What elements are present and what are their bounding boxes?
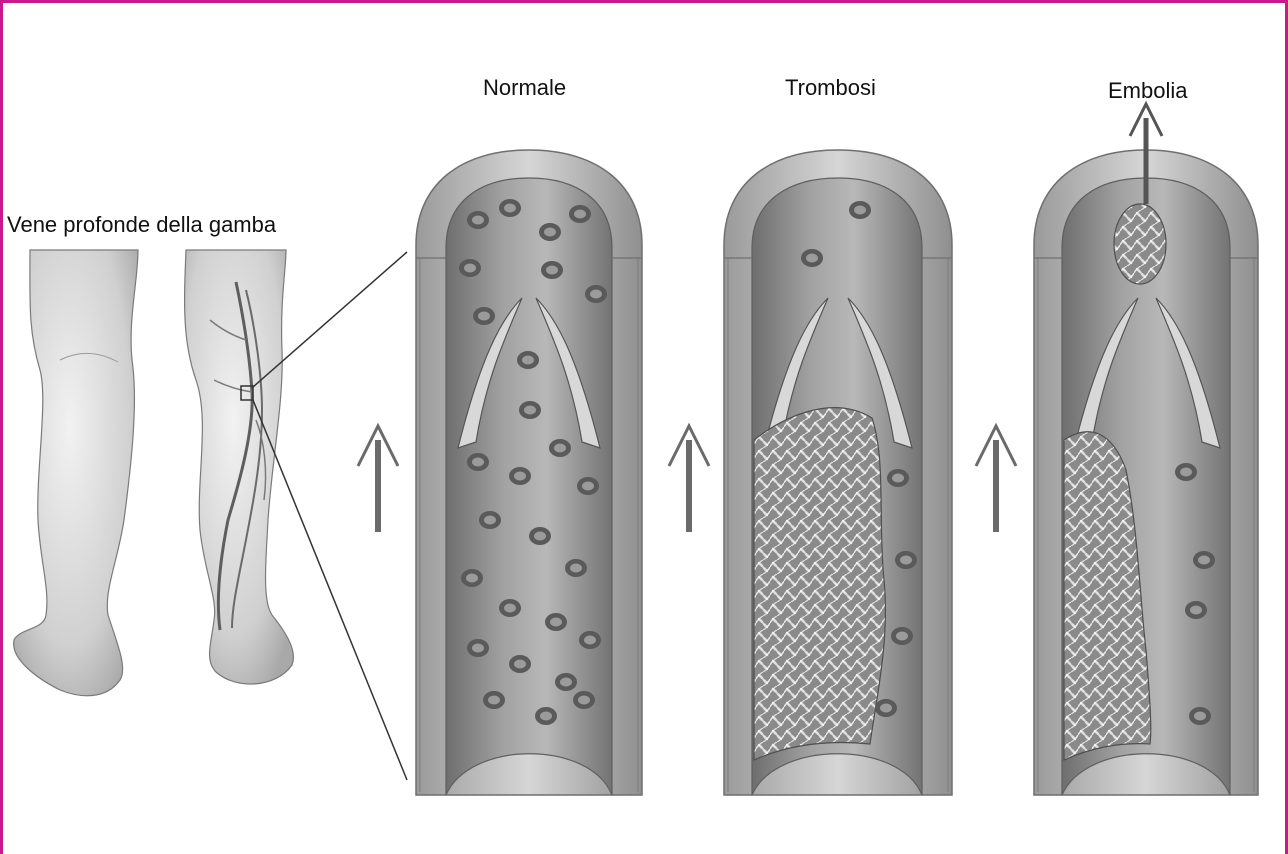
legs-illustration xyxy=(14,250,294,696)
right-leg xyxy=(185,250,294,684)
left-leg xyxy=(14,250,138,696)
normal-caption: Normale xyxy=(483,75,566,101)
vein-thrombosis xyxy=(724,150,952,795)
arrow-up-icon xyxy=(669,426,709,532)
legs-caption: Vene profonde della gamba xyxy=(7,212,276,238)
arrow-up-icon xyxy=(976,426,1016,532)
thrombosis-caption: Trombosi xyxy=(785,75,876,101)
vein-normal xyxy=(416,150,642,795)
embolism-caption: Embolia xyxy=(1108,78,1187,104)
thrombus xyxy=(754,408,885,760)
arrow-up-icon xyxy=(358,426,398,532)
embolus xyxy=(1114,204,1166,284)
vein-embolism xyxy=(1034,104,1258,795)
